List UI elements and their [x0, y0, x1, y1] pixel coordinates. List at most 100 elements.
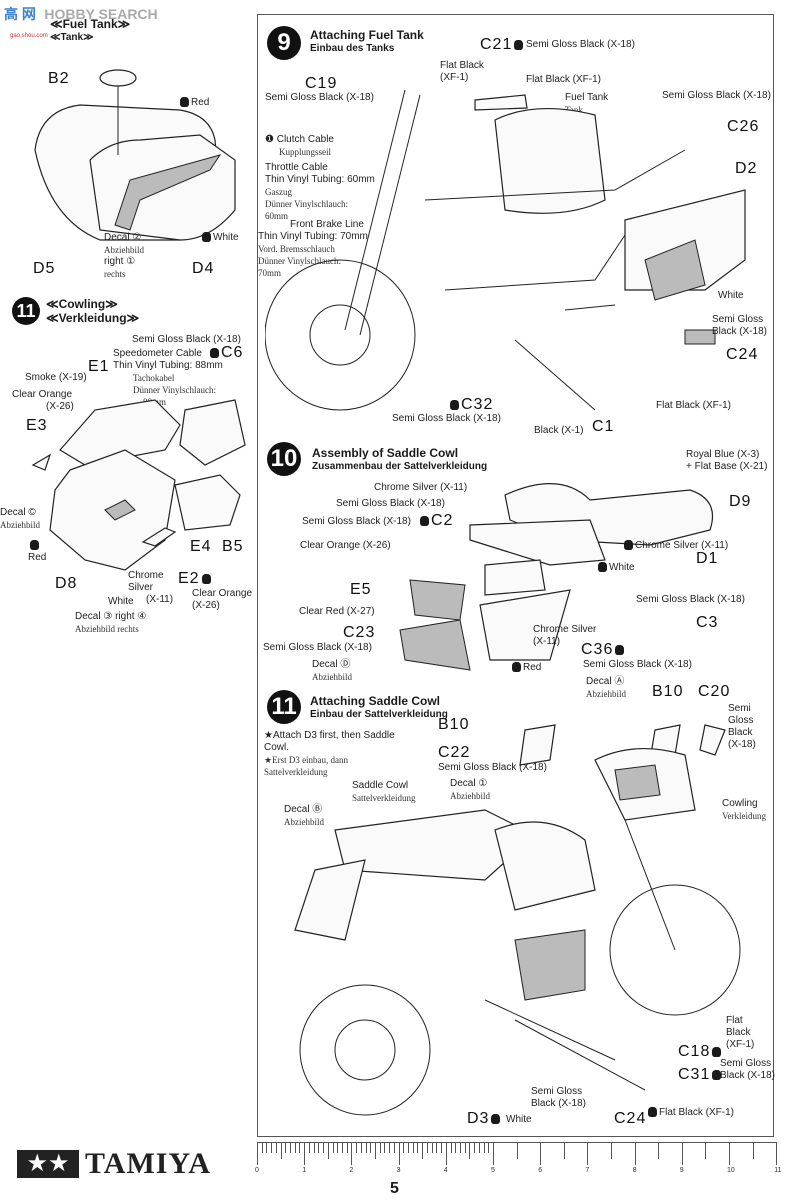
title-en: Attaching Saddle Cowl	[310, 694, 441, 708]
label: C36	[581, 641, 614, 658]
part-c22: C22	[438, 744, 471, 761]
ruler-minor-tick	[370, 1143, 372, 1153]
label: White	[718, 290, 744, 301]
ruler-label: 9	[679, 1167, 684, 1174]
ruler-tick	[351, 1143, 353, 1165]
fuel-tank-drawing	[34, 69, 236, 241]
title-en: Assembly of Saddle Cowl	[312, 446, 459, 460]
ruler-minor-tick	[313, 1143, 315, 1153]
ruler-label: 6	[538, 1167, 543, 1174]
label: Red	[28, 552, 47, 563]
instruction-frame	[257, 14, 774, 1137]
clear-orange-2: Clear Orange (X-26)	[192, 588, 252, 612]
ruler-minor-tick	[426, 1143, 428, 1153]
ruler-label: 10	[727, 1167, 735, 1174]
label2: Silver	[128, 582, 154, 593]
ruler-tick	[493, 1143, 494, 1165]
ruler-minor-tick	[375, 1143, 376, 1159]
ruler-minor-tick	[299, 1143, 301, 1153]
ruler-minor-tick	[483, 1143, 485, 1153]
throttle-cable: Throttle Cable Thin Vinyl Tubing: 60mm G…	[265, 162, 375, 222]
sgb1: Semi Gloss Black (X-18)	[336, 498, 445, 509]
part-c26: C26	[727, 118, 760, 135]
part-c19: C19	[305, 75, 338, 92]
paint-pot-icon	[201, 573, 211, 584]
part-d8: D8	[55, 575, 78, 592]
label-de: Sattelverkleidung	[352, 793, 416, 803]
paint-pot-icon	[180, 97, 189, 108]
part-c24: C24	[726, 346, 759, 363]
step-number: 11	[12, 297, 40, 325]
label-de: Abziehbild	[104, 245, 144, 255]
brand-name: TAMIYA	[85, 1147, 212, 1180]
title-en: ≪Cowling≫	[46, 297, 118, 311]
ruler-minor-tick	[360, 1143, 362, 1153]
part-d9: D9	[729, 493, 752, 510]
note-de: ★Erst D3 einbau, dann Sattelverkleidung	[264, 755, 349, 777]
title-de: ≪Tank≫	[50, 32, 94, 43]
paint-pot-icon	[30, 540, 39, 551]
chrome-silver-label: Chrome Silver (X-11)	[128, 570, 173, 606]
label: White	[609, 562, 635, 573]
decal-d: Decal Ⓓ Abziehbild	[312, 659, 352, 683]
label-de2: Dünner Vinylschlauch:	[133, 385, 217, 395]
c32-paint: Semi Gloss Black (X-18)	[392, 413, 501, 424]
label-de: Abziehbild	[284, 817, 324, 827]
c22-paint: Semi Gloss Black (X-18)	[438, 762, 547, 773]
ruler-label: 5	[491, 1167, 495, 1174]
ruler-minor-tick	[271, 1143, 273, 1153]
ruler-minor-tick	[266, 1143, 268, 1153]
ruler-minor-tick	[422, 1143, 424, 1159]
label: Semi	[728, 703, 751, 714]
label: Chrome	[128, 570, 164, 581]
label: C21	[480, 36, 513, 53]
ruler-minor-tick	[280, 1143, 282, 1159]
ruler-minor-tick	[469, 1143, 471, 1159]
label: White	[108, 596, 134, 607]
ruler-minor-tick	[478, 1143, 480, 1153]
label-de1: Vord. Bremsschlauch	[258, 244, 335, 254]
part-c32: C32	[448, 396, 493, 414]
step-number: 11	[267, 690, 301, 724]
decal-a: Decal Ⓐ Abziehbild	[586, 676, 626, 700]
part-c21: C21	[480, 36, 525, 54]
c6-paint: Semi Gloss Black (X-18)	[132, 334, 241, 345]
ruler-tick	[634, 1143, 636, 1165]
paint-pot-icon	[491, 1113, 501, 1124]
part-d3: D3	[467, 1110, 502, 1128]
ruler-minor-tick	[389, 1143, 391, 1153]
label-tubing: Thin Vinyl Tubing: 70mm	[258, 231, 368, 242]
label: Speedometer Cable	[113, 348, 202, 359]
label: Decal Ⓐ	[586, 676, 625, 687]
part-c24: C24	[614, 1110, 647, 1127]
part-d1: D1	[696, 550, 719, 567]
part-c31: C31	[678, 1066, 723, 1084]
ruler-minor-tick	[323, 1143, 325, 1153]
tamiya-logo: ★★ TAMIYA	[17, 1147, 211, 1181]
ruler-minor-tick	[474, 1143, 476, 1153]
c21-paint: Semi Gloss Black (X-18)	[526, 39, 635, 50]
ruler-minor-tick	[441, 1143, 443, 1153]
label: Chrome Silver (X-11)	[635, 540, 729, 551]
ruler-minor-tick	[488, 1143, 490, 1153]
chrome-label: Chrome Silver (X-11)	[533, 624, 596, 648]
ruler-label: 4	[443, 1167, 448, 1174]
label: D3	[467, 1110, 490, 1127]
label: Flat Black (XF-1)	[659, 1107, 735, 1118]
label-de: Abziehbild	[0, 520, 40, 530]
part-e2: E2	[178, 570, 213, 588]
ruler-minor-tick	[393, 1143, 395, 1153]
label: Red	[191, 97, 210, 108]
label: C18	[678, 1043, 711, 1060]
label-de: Abziehbild	[586, 689, 626, 699]
step-number: 9	[267, 26, 301, 60]
ruler-tick	[304, 1143, 306, 1165]
clear-orange: Clear Orange (X-26)	[300, 540, 391, 551]
label-de: Verkleidung	[722, 811, 766, 821]
label: Flat Black	[440, 60, 484, 71]
part-b10-left: B10	[438, 716, 470, 733]
watermark-logo: 高 网	[4, 6, 36, 22]
ruler-minor-tick	[308, 1143, 310, 1153]
flat-black-c: Flat Black (XF-1)	[656, 400, 732, 411]
flat-black-xf1: Flat Black (XF-1)	[726, 1015, 754, 1051]
